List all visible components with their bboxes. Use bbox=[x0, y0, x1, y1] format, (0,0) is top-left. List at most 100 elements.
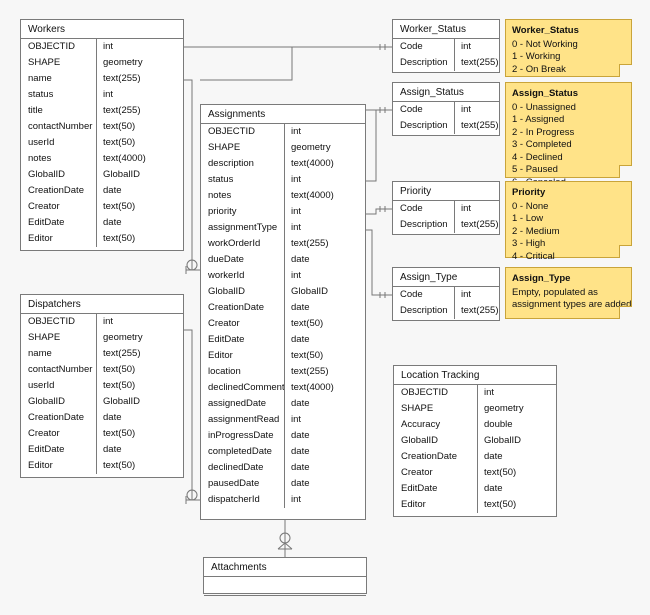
field-name: assignedDate bbox=[201, 396, 285, 412]
field-name: Editor bbox=[21, 231, 97, 247]
field-type: text(50) bbox=[484, 499, 517, 510]
note-line: 1 - Assigned bbox=[512, 114, 565, 125]
note-line: 5 - Paused bbox=[512, 164, 558, 175]
field-type: GlobalID bbox=[103, 169, 140, 180]
field-type: int bbox=[291, 494, 302, 505]
field-type: int bbox=[484, 387, 495, 398]
field-name: assignmentRead bbox=[201, 412, 285, 428]
entity-attachments[interactable]: Attachments bbox=[203, 557, 367, 596]
field-type: int bbox=[291, 126, 302, 137]
entity-title: Assign_Status bbox=[393, 83, 499, 102]
field-name: EditDate bbox=[21, 442, 97, 458]
field-type: int bbox=[461, 289, 472, 300]
field-name: Description bbox=[393, 217, 455, 233]
field-type: date bbox=[103, 185, 122, 196]
field-type: int bbox=[103, 89, 114, 100]
field-name: description bbox=[201, 156, 285, 172]
table-row: GlobalID GlobalID bbox=[21, 394, 183, 410]
field-type: text(4000) bbox=[103, 153, 146, 164]
field-name: Editor bbox=[21, 458, 97, 474]
field-type: int bbox=[291, 174, 302, 185]
field-type: date bbox=[291, 254, 310, 265]
field-name: priority bbox=[201, 204, 285, 220]
field-type: text(255) bbox=[461, 120, 499, 131]
note-fold-corner-icon bbox=[619, 64, 632, 77]
field-type: text(255) bbox=[291, 238, 329, 249]
field-name: CreationDate bbox=[21, 410, 97, 426]
field-name: Description bbox=[393, 55, 455, 71]
field-name: GlobalID bbox=[394, 433, 478, 449]
field-name: notes bbox=[21, 151, 97, 167]
field-type: GlobalID bbox=[103, 396, 140, 407]
field-name: name bbox=[21, 346, 97, 362]
field-type: date bbox=[103, 444, 122, 455]
field-name: workerId bbox=[201, 268, 285, 284]
note-title: Worker_Status bbox=[512, 25, 579, 36]
field-name: GlobalID bbox=[21, 167, 97, 183]
field-type: date bbox=[484, 451, 503, 462]
field-name: userId bbox=[21, 378, 97, 394]
field-type: text(50) bbox=[291, 350, 324, 361]
table-row: EditDate date bbox=[21, 442, 183, 458]
note-line: Empty, populated as bbox=[512, 286, 598, 298]
field-name: Editor bbox=[394, 497, 478, 513]
field-type: text(50) bbox=[103, 121, 136, 132]
field-name: name bbox=[21, 71, 97, 87]
entity-field-list bbox=[204, 577, 366, 613]
field-name: EditDate bbox=[21, 215, 97, 231]
field-name: SHAPE bbox=[21, 55, 97, 71]
note-title: Assign_Type bbox=[512, 273, 571, 284]
field-name: GlobalID bbox=[21, 394, 97, 410]
field-name: location bbox=[201, 364, 285, 380]
field-type: text(255) bbox=[103, 348, 141, 359]
field-name: Creator bbox=[21, 199, 97, 215]
entity-title: Assign_Type bbox=[393, 268, 499, 287]
field-type: int bbox=[103, 41, 114, 52]
note-line: 2 - In Progress bbox=[512, 126, 575, 138]
field-type: date bbox=[291, 302, 310, 313]
field-type: text(50) bbox=[103, 233, 136, 244]
field-name: dueDate bbox=[201, 252, 285, 268]
field-name: pausedDate bbox=[201, 476, 285, 492]
note-fold-corner-icon bbox=[619, 245, 632, 258]
field-name: contactNumber bbox=[21, 362, 97, 378]
note-line: 3 - Completed bbox=[512, 139, 572, 150]
field-type: text(255) bbox=[291, 366, 329, 377]
